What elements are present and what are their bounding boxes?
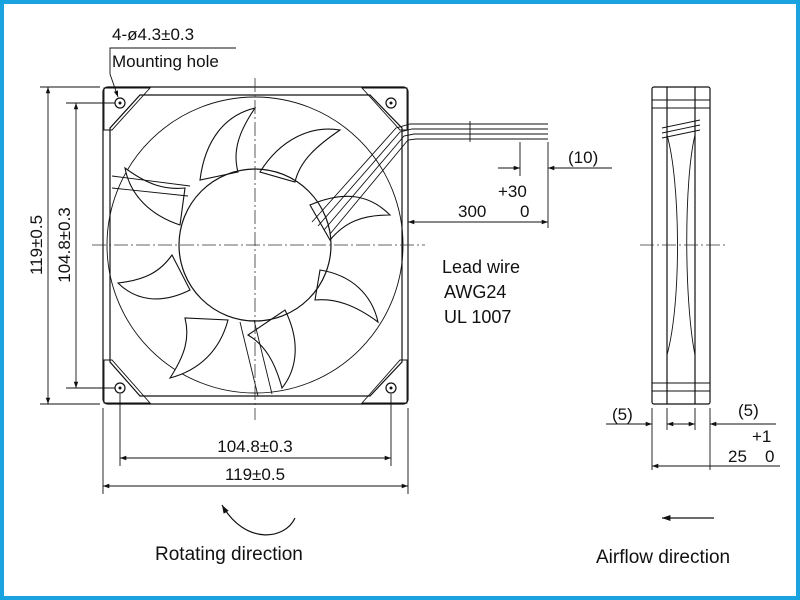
width-outer-label: 119±0.5	[225, 465, 285, 484]
mounting-hole-spec-label: 4-ø4.3±0.3	[112, 25, 194, 44]
depth-label: 25	[728, 447, 747, 466]
lead-wire-label-1: Lead wire	[442, 257, 520, 277]
height-outer-label: 119±0.5	[27, 215, 46, 275]
airflow-direction-label: Airflow direction	[596, 547, 730, 568]
fan-blades	[116, 107, 392, 390]
fan-technical-drawing: 4-ø4.3±0.3 Mounting hole 119±0.5 104.8±0…	[27, 25, 780, 568]
side-right-flange-label: (5)	[738, 401, 759, 420]
lead-tol-lower-label: 0	[520, 202, 529, 221]
mounting-hole-tr	[385, 97, 397, 109]
fan-struts	[111, 175, 273, 397]
lead-tol-label: +30	[498, 182, 527, 201]
side-view	[606, 86, 780, 521]
mounting-hole-leader	[109, 47, 236, 98]
rotating-direction-arrow	[221, 504, 296, 536]
rotating-direction-label: Rotating direction	[155, 544, 303, 565]
depth-tol-lower-label: 0	[765, 447, 774, 466]
lead-wire-label-2: AWG24	[444, 282, 506, 302]
corner-pockets	[103, 87, 408, 404]
side-left-flange-label: (5)	[612, 405, 633, 424]
fan-outer-frame	[102, 86, 409, 405]
mounting-hole-br	[385, 382, 397, 394]
front-view	[92, 78, 548, 420]
fan-inner-opening	[109, 94, 403, 397]
lead-wire-bundle	[311, 123, 548, 235]
lead-wire-label-3: UL 1007	[444, 307, 511, 327]
text-labels: 4-ø4.3±0.3 Mounting hole 119±0.5 104.8±0…	[27, 25, 774, 568]
lead-extra-label: (10)	[568, 148, 598, 167]
lead-length-label: 300	[458, 202, 486, 221]
mounting-hole-tl	[114, 97, 126, 109]
mounting-holes	[114, 97, 397, 394]
mounting-hole-bl	[114, 382, 126, 394]
depth-tol-label: +1	[752, 427, 771, 446]
height-inner-label: 104.8±0.3	[55, 207, 74, 283]
mounting-hole-label: Mounting hole	[112, 52, 219, 71]
front-dimensions	[40, 47, 612, 536]
width-inner-label: 104.8±0.3	[217, 437, 293, 456]
